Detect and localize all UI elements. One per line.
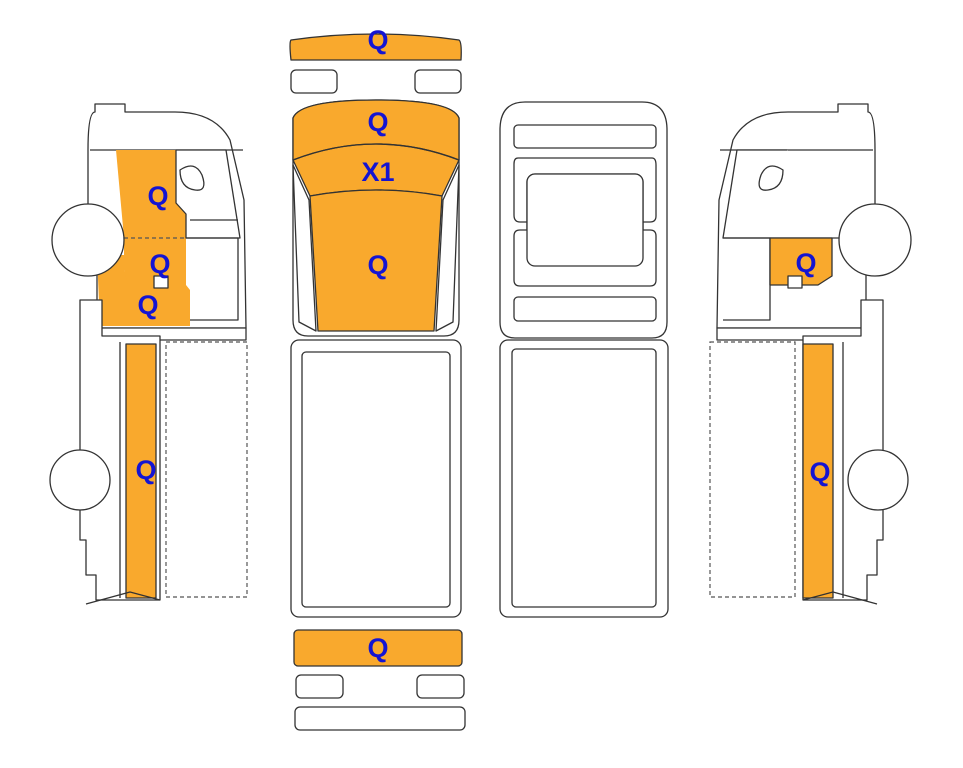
roof-label: Q <box>367 250 388 280</box>
left-door-label: Q <box>149 249 170 279</box>
right-door-panel[interactable] <box>769 237 833 286</box>
right-headlight <box>414 69 462 94</box>
left-rear-wheel <box>49 449 111 511</box>
windshield-label: X1 <box>361 157 394 187</box>
top-view <box>289 33 466 731</box>
left-front-fender-panel[interactable] <box>116 150 186 238</box>
rear-bumper-panel[interactable] <box>293 629 463 667</box>
right-bed-side-label: Q <box>809 457 830 487</box>
front-bumper-label: Q <box>367 25 388 55</box>
left-pillar-strip <box>292 164 317 332</box>
front-bumper-top-panel[interactable] <box>289 33 462 61</box>
underside-view <box>499 101 669 618</box>
left-front-wheel <box>51 203 125 277</box>
left-rocker-label: Q <box>137 290 158 320</box>
rear-step <box>294 706 466 731</box>
left-headlight <box>290 69 338 94</box>
right-rear-wheel <box>847 449 909 511</box>
left-side-view <box>49 103 248 605</box>
right-pillar-strip <box>435 164 460 332</box>
left-rocker-panel[interactable] <box>97 255 190 326</box>
left-bed-side-label: Q <box>135 455 156 485</box>
bed-inner <box>301 351 451 608</box>
left-door-panel[interactable] <box>124 238 186 285</box>
left-taillight <box>295 674 344 699</box>
right-side-view <box>709 103 912 605</box>
rear-bumper-label: Q <box>367 633 388 663</box>
hood-label: Q <box>367 107 388 137</box>
hood-panel[interactable] <box>293 100 459 160</box>
right-bed-side-panel[interactable] <box>802 343 834 599</box>
right-door-label: Q <box>795 248 816 278</box>
right-taillight <box>416 674 465 699</box>
left-bed-side-panel[interactable] <box>125 343 157 599</box>
damage-labels: Q Q X1 Q Q Q Q Q Q Q Q <box>135 25 830 663</box>
right-front-wheel <box>838 203 912 277</box>
roof-panel[interactable] <box>309 189 443 332</box>
underside-bed-inner <box>511 348 657 608</box>
left-front-fender-label: Q <box>147 181 168 211</box>
